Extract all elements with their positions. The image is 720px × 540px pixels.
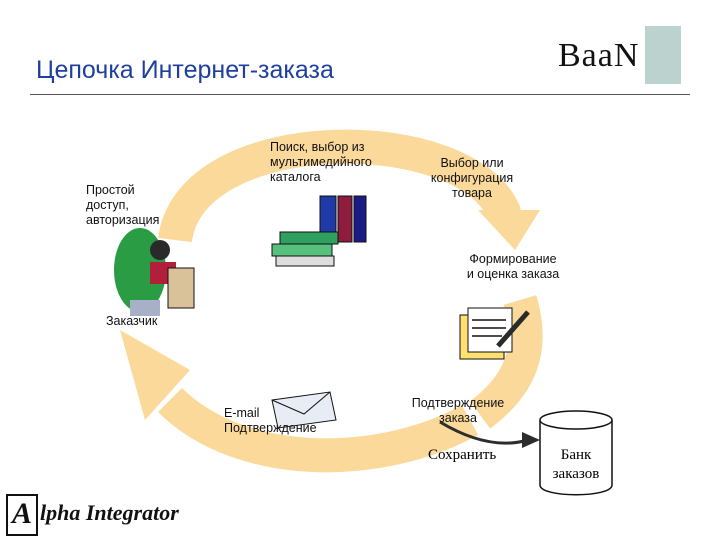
label-save: Сохранить [428, 447, 497, 463]
title-divider [30, 94, 690, 95]
label-search: Поиск, выбор из мультимедийного каталога [270, 140, 372, 184]
page-title: Цепочка Интернет-заказа [36, 56, 334, 84]
alpha-logo-text: lpha Integrator [40, 500, 179, 526]
label-confirm: Подтверждение заказа [411, 396, 505, 425]
bank-label: Банк заказов [552, 447, 600, 482]
label-customer: Заказчик [106, 314, 158, 328]
cycle-arrowhead-top [478, 210, 540, 250]
brand-logo: BaaN [558, 37, 640, 74]
brand-logo-accent [645, 26, 681, 84]
bank-arrowhead [522, 432, 540, 448]
alpha-logo-initial: A [6, 494, 38, 536]
cycle-arrow-top [158, 129, 521, 244]
label-access: Простой доступ, авторизация [86, 183, 160, 227]
label-forming: Формирование и оценка заказа [466, 252, 560, 281]
label-email: E-mail Подтверждение [224, 406, 317, 435]
books-icon [271, 195, 367, 267]
label-config: Выбор или конфигурация товара [430, 156, 514, 200]
person-at-computer-icon [114, 228, 195, 316]
bank-cylinder-icon [539, 410, 613, 496]
cycle-arrow-bottom [157, 387, 479, 473]
bank-arrow [439, 420, 529, 445]
notepad-pencil-icon [459, 307, 530, 360]
cycle-arrowhead-left [120, 330, 190, 420]
envelope-icon [271, 391, 337, 429]
